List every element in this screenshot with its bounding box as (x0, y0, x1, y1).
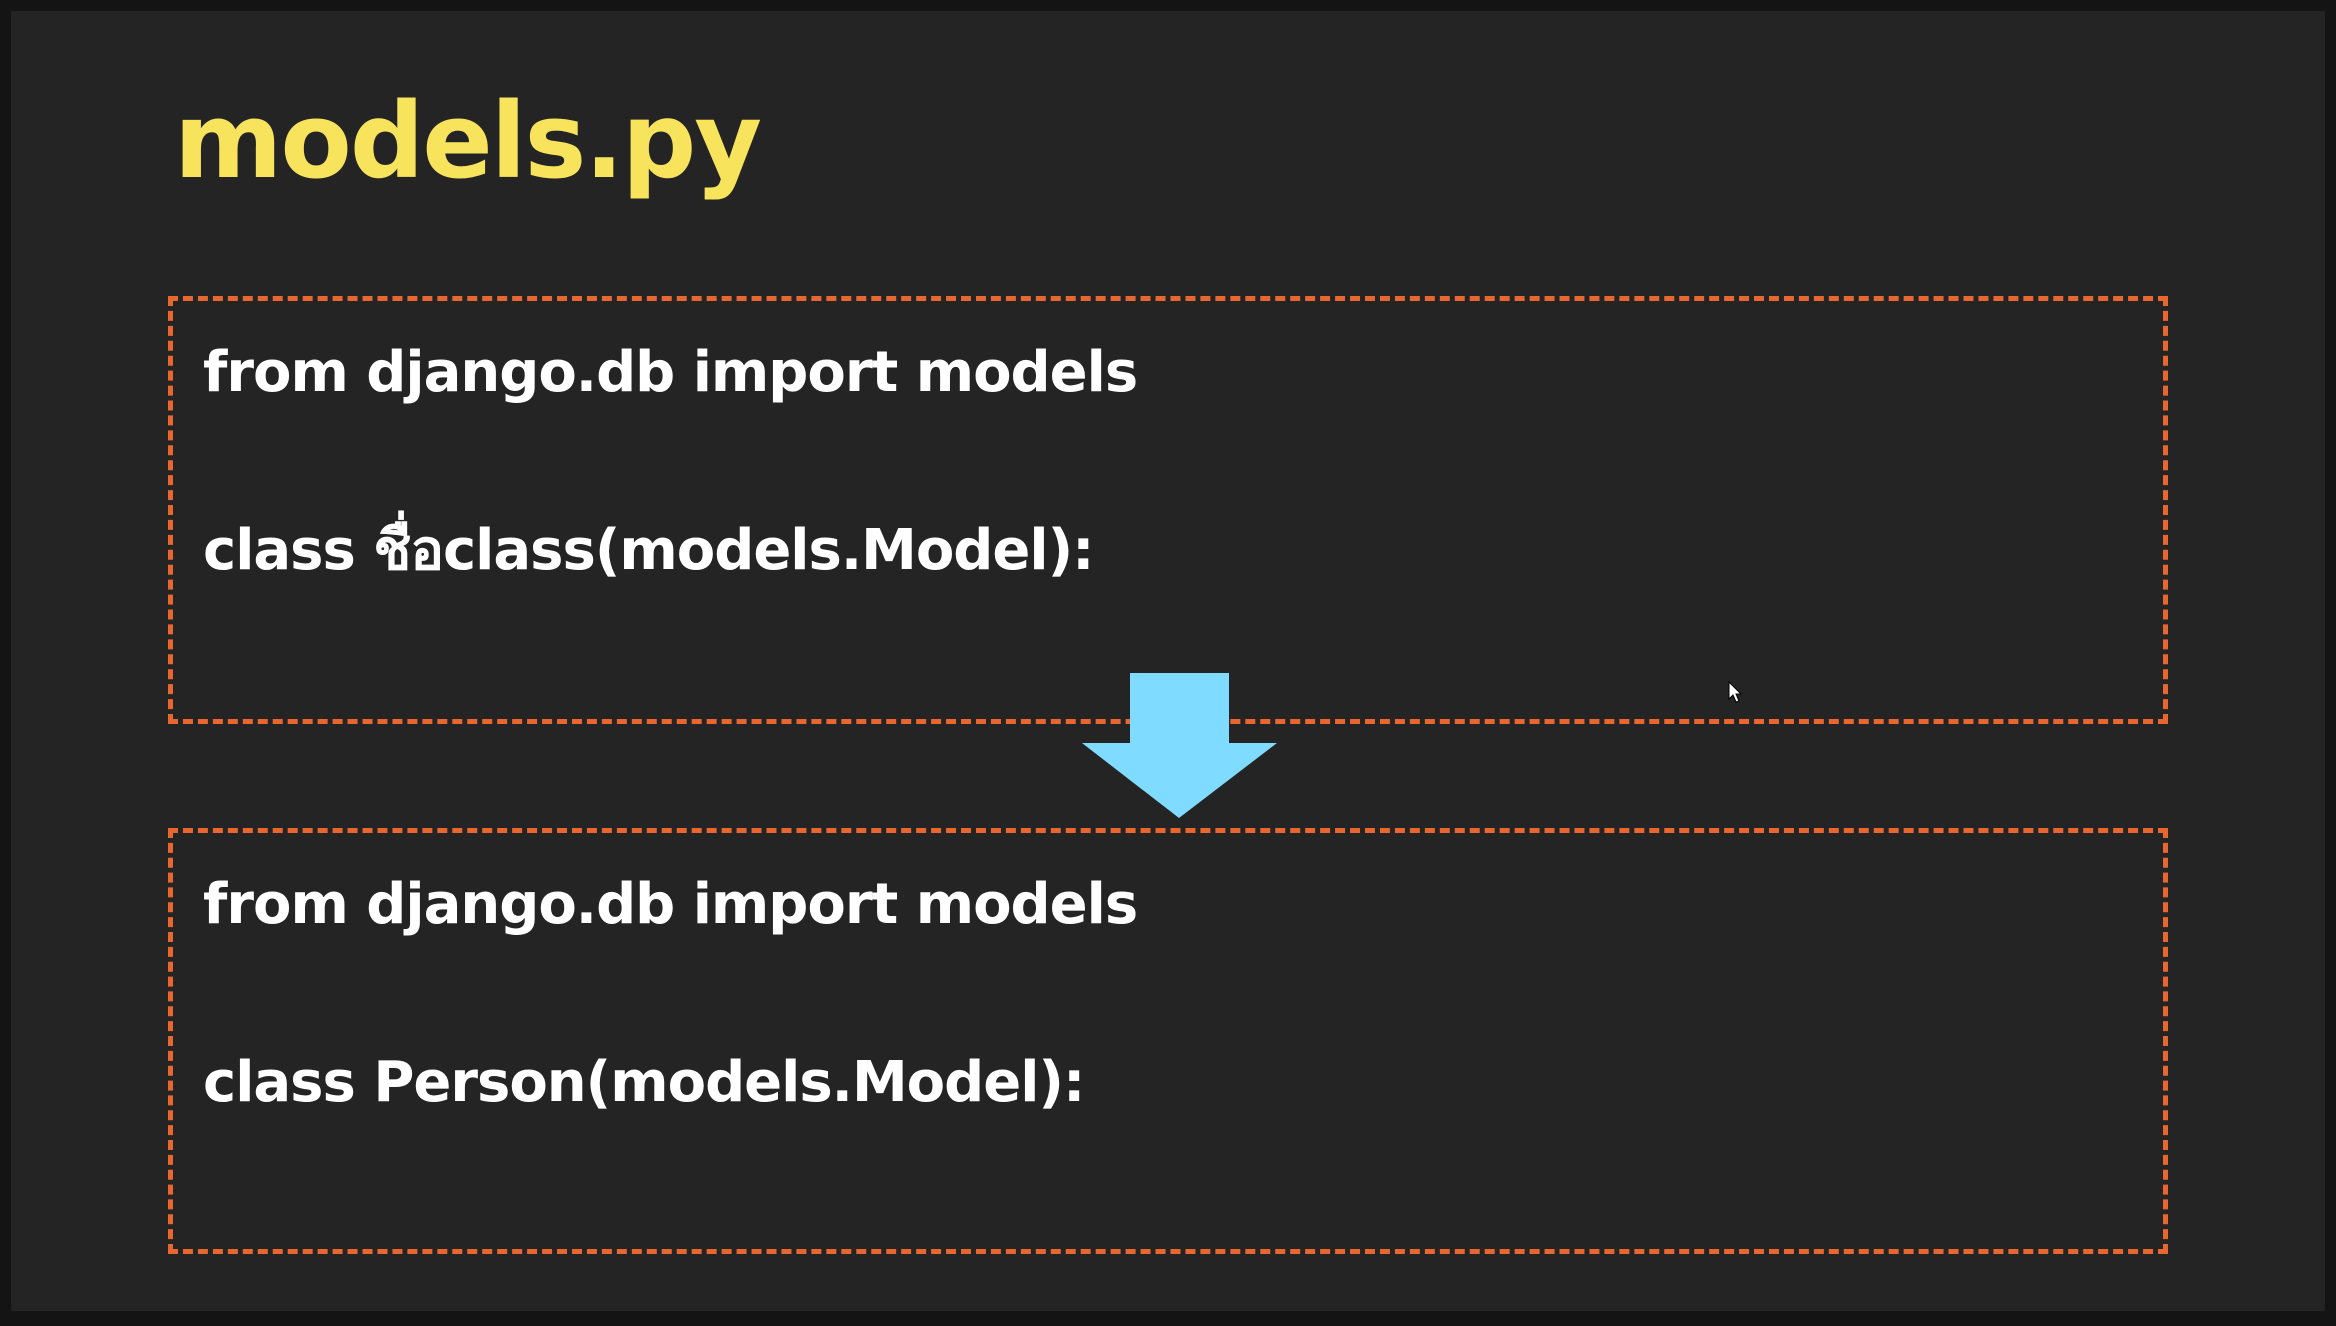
code-box-example: from django.db import models class Perso… (168, 828, 2168, 1254)
import-line: from django.db import models (203, 340, 1138, 405)
class-definition-line: class ชื่อclass(models.Model): (203, 518, 1095, 583)
slide-title: models.py (174, 80, 762, 202)
import-line: from django.db import models (203, 872, 1138, 937)
class-definition-line: class Person(models.Model): (203, 1050, 1085, 1115)
arrow-down-icon (1082, 673, 1277, 818)
slide: models.py from django.db import models c… (11, 11, 2325, 1311)
mouse-pointer-icon (1728, 681, 1743, 703)
code-box-generic: from django.db import models class ชื่อc… (168, 296, 2168, 724)
